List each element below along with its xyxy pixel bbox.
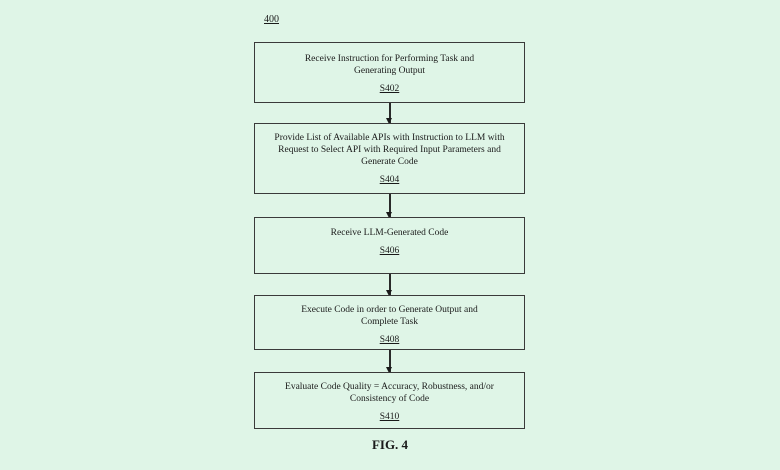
step-label: S408 xyxy=(379,335,400,345)
step-box-s410: Evaluate Code Quality = Accuracy, Robust… xyxy=(254,372,525,429)
step-text: Provide List of Available APIs with Inst… xyxy=(274,133,505,167)
step-box-s402: Receive Instruction for Performing Task … xyxy=(254,42,525,103)
step-text: Receive LLM-Generated Code xyxy=(330,228,449,238)
step-box-s404: Provide List of Available APIs with Inst… xyxy=(254,123,525,194)
figure-caption: FIG. 4 xyxy=(371,437,409,452)
step-label: S402 xyxy=(379,84,400,94)
step-label: S404 xyxy=(379,175,400,185)
flow-arrow xyxy=(386,103,392,124)
step-label: S410 xyxy=(379,412,400,422)
step-text: Receive Instruction for Performing Task … xyxy=(304,54,475,76)
flow-arrow xyxy=(386,194,392,218)
step-text: Execute Code in order to Generate Output… xyxy=(301,305,478,327)
figure-reference-number: 400 xyxy=(264,14,279,25)
flow-arrow xyxy=(386,350,392,373)
step-box-s408: Execute Code in order to Generate Output… xyxy=(254,295,525,350)
step-box-s406: Receive LLM-Generated Code S406 xyxy=(254,217,525,274)
step-text: Evaluate Code Quality = Accuracy, Robust… xyxy=(285,382,494,404)
flow-arrow xyxy=(386,274,392,296)
step-label: S406 xyxy=(379,246,400,256)
